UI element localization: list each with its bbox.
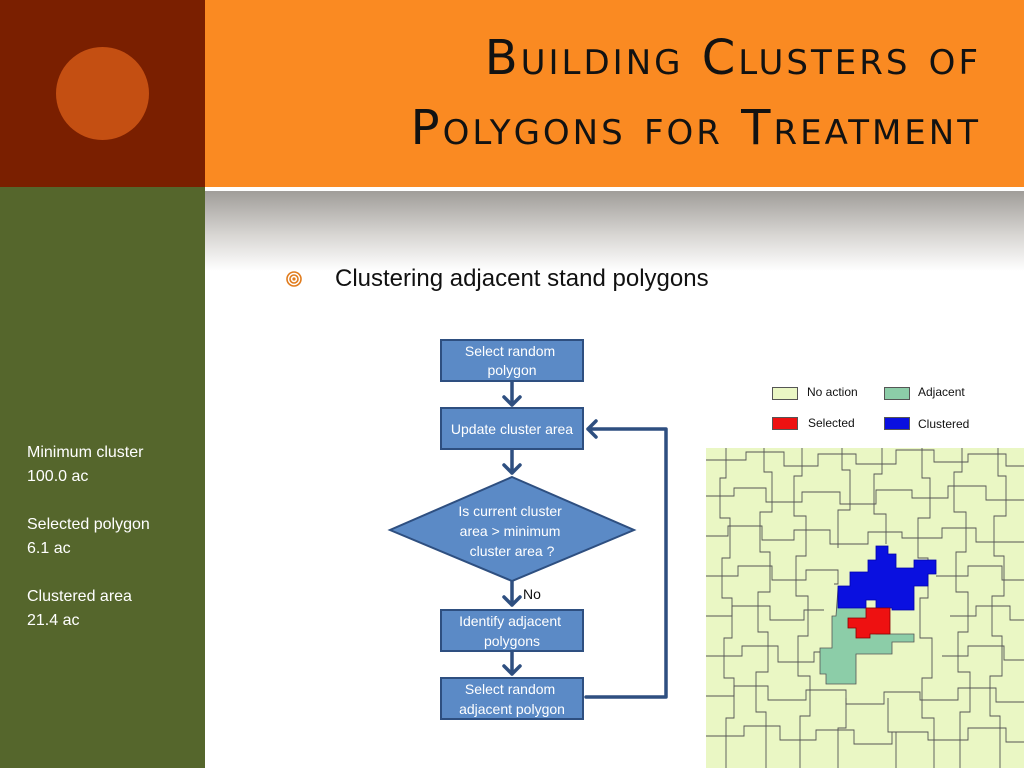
slide-title-line-1: Building Clusters of [484,30,981,86]
step1-text-2: polygon [487,362,536,378]
header-shadow-band [205,191,1024,271]
flow-step-update-cluster-area [440,407,584,450]
legend-label-selected: Selected [808,416,855,430]
title-divider [205,187,1024,191]
flow-decision-diamond [387,475,637,583]
step3-text-1: Identify adjacent [459,613,561,629]
title-band: Building Clusters of Polygons for Treatm… [205,0,1024,187]
step1-text-1: Select random [465,343,555,359]
decision-text-2: area > minimum [460,523,561,539]
min-cluster-label: Minimum cluster [27,444,144,461]
flow-step-select-random-polygon [440,339,584,382]
sidebar-panel: Minimum cluster 100.0 ac Selected polygo… [0,187,205,768]
bullet-target-icon [286,271,302,287]
legend-swatch-clustered [884,417,910,430]
legend-swatch-selected [772,417,798,430]
legend-label-adjacent: Adjacent [918,385,965,399]
no-label: No [523,586,541,602]
flow-step-identify-adjacent [440,609,584,652]
legend-label-clustered: Clustered [918,417,970,431]
loop-back-arrow [584,419,668,699]
step2-text: Update cluster area [451,421,573,437]
arrow-decision-to-step3 [502,579,522,607]
svg-text:Identify adjacent polygons: Identify adjacent polygons [459,613,565,649]
svg-text:Is current cluster area >: Is current cluster area > minimum cluste… [458,503,565,559]
legend-swatch-adjacent [884,387,910,400]
selected-polygon-value: 6.1 ac [27,540,71,557]
map-selected-region [847,607,891,639]
stand-polygon-map [706,448,1024,768]
decision-text-3: cluster area ? [470,543,555,559]
step4-text-2: adjacent polygon [459,701,565,717]
legend-label-no-action: No action [807,385,858,399]
clustered-area-label: Clustered area [27,588,132,605]
svg-text:Select random adjacent pol: Select random adjacent polygon [459,681,565,717]
step4-text-1: Select random [465,681,555,697]
title-corner-block [0,0,205,187]
legend-swatch-no-action [772,387,798,400]
selected-polygon-stat: Selected polygon 6.1 ac [27,513,150,561]
slide-title-line-2: Polygons for Treatment [410,100,981,156]
clustered-area-value: 21.4 ac [27,612,80,629]
clustered-area-stat: Clustered area 21.4 ac [27,585,132,633]
flowchart: Select random polygon Update cluster are… [387,339,668,720]
map-clustered-region [837,545,937,611]
selected-polygon-label: Selected polygon [27,516,150,533]
flow-step-select-adjacent [440,677,584,720]
bullet-text: Clustering adjacent stand polygons [335,265,709,292]
step3-text-2: polygons [484,633,540,649]
decision-text-1: Is current cluster [458,503,562,519]
arrow-step3-to-step4 [502,649,522,676]
min-cluster-stat: Minimum cluster 100.0 ac [27,441,143,489]
svg-text:Update cluster area: Update cluster area [451,421,573,437]
min-cluster-value: 100.0 ac [27,468,89,485]
svg-text:Select random polygon: Select random polygon [465,343,559,378]
arrow-step2-to-decision [502,448,522,475]
decorative-circle [56,47,149,140]
arrow-step1-to-step2 [502,380,522,407]
